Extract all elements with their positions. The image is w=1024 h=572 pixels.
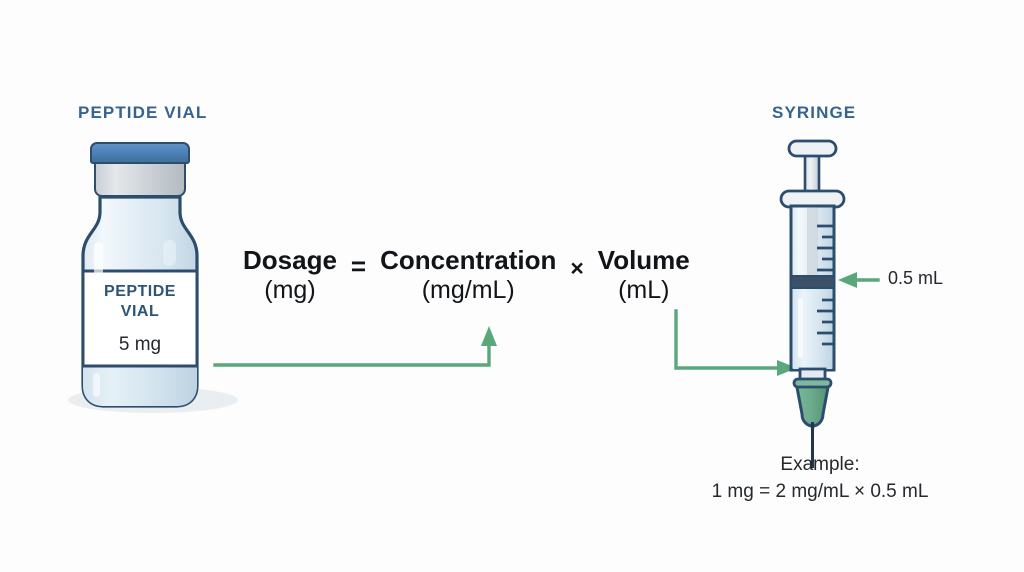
term-name-concentration: Concentration — [380, 245, 557, 275]
vial-amount-label: 5 mg — [118, 334, 162, 355]
equals-operator: = — [350, 251, 367, 281]
term-unit-concentration: (mg/mL) — [421, 276, 515, 304]
needle-shaft — [811, 428, 815, 468]
dosage-formula: Dosage (mg) = Concentration (mg/mL) × Vo… — [243, 245, 690, 305]
term-unit-dosage: (mg) — [264, 276, 316, 304]
example-equation: 1 mg = 2 mg/mL × 0.5 mL — [711, 481, 929, 502]
times-operator: × — [570, 255, 584, 281]
syringe-icon — [779, 139, 846, 430]
dose-callout-label: 0.5 mL — [888, 268, 944, 288]
term-name-dosage: Dosage — [243, 245, 337, 275]
formula-term-volume: Volume (mL) — [598, 245, 690, 305]
term-unit-volume: (mL) — [618, 276, 670, 304]
example-title: Example: — [780, 454, 860, 475]
vial-body-icon — [81, 195, 199, 408]
plunger-thumb-pad — [787, 139, 838, 158]
vial-label-line-1: PEPTIDE — [104, 283, 176, 300]
formula-term-concentration: Concentration (mg/mL) — [380, 245, 556, 305]
syringe-heading: SYRINGE — [772, 103, 857, 122]
formula-term-dosage: Dosage (mg) — [243, 245, 337, 305]
vial-label-line-2: VIAL — [120, 303, 160, 320]
vial-cap-top — [90, 142, 190, 164]
example-block: Example: 1 mg = 2 mg/mL × 0.5 mL — [640, 452, 1000, 506]
vial-heading: PEPTIDE VIAL — [78, 103, 208, 122]
syringe-illustration — [760, 130, 890, 468]
peptide-vial-illustration: PEPTIDE VIAL 5 mg — [60, 130, 260, 430]
graduation-marks — [817, 224, 834, 346]
needle-hub — [794, 380, 831, 428]
vial-cap-collar — [94, 161, 186, 197]
term-name-volume: Volume — [597, 245, 690, 275]
plunger-seal — [790, 275, 835, 289]
